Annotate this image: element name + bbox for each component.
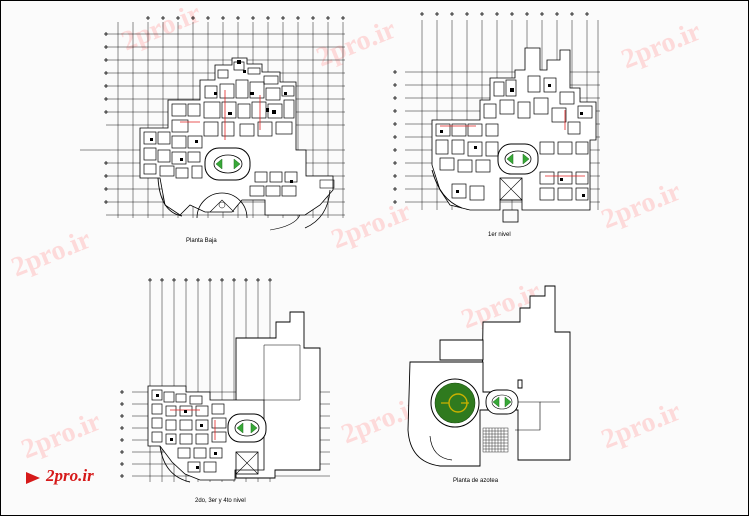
roof-skylight [485, 389, 519, 415]
roof-dome [430, 378, 480, 428]
site-logo[interactable]: 2pro.ir [46, 466, 94, 485]
plan-upper-floors [120, 278, 330, 483]
plan-roof [407, 285, 571, 467]
caption-first-floor: 1er nivel [488, 232, 511, 238]
caption-upper-floors: 2do, 3er y 4to nivel [195, 498, 246, 504]
atrium-ground [204, 147, 251, 181]
plan-ground-floor [80, 16, 345, 231]
plan-first-floor [393, 12, 600, 223]
roof-hatch [482, 427, 509, 453]
caption-ground-floor: Planta Baja [186, 238, 217, 244]
atrium-first [497, 143, 539, 175]
caption-roof-plan: Planta de azotea [453, 478, 499, 484]
atrium-upper [227, 413, 267, 443]
